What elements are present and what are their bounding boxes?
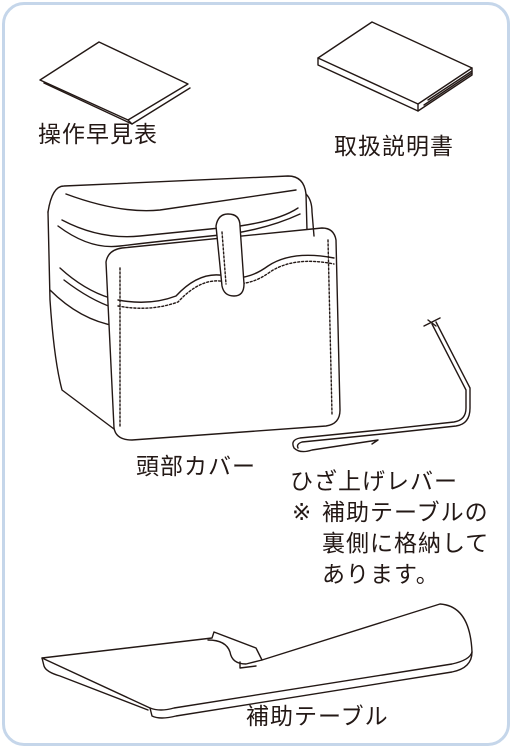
- knee-lever-drawing: [292, 317, 471, 453]
- quick-reference-sheet-drawing: [39, 41, 191, 125]
- note-line-2: 裏側に格納して: [322, 531, 490, 557]
- extension-table-drawing: [41, 603, 473, 719]
- quick-reference-label: 操作早見表: [38, 122, 158, 148]
- note-line-1: 補助テーブルの: [322, 500, 489, 526]
- note-mark: ※: [292, 500, 312, 526]
- note-line-3: あります。: [322, 562, 440, 588]
- extension-table-label: 補助テーブル: [246, 704, 389, 730]
- head-cover-label: 頭部カバー: [136, 454, 256, 480]
- instruction-manual-label: 取扱説明書: [334, 134, 454, 160]
- instruction-manual-drawing: [317, 21, 473, 112]
- knee-lever-label: ひざ上げレバー: [290, 469, 458, 495]
- head-cover-drawing: [47, 175, 341, 441]
